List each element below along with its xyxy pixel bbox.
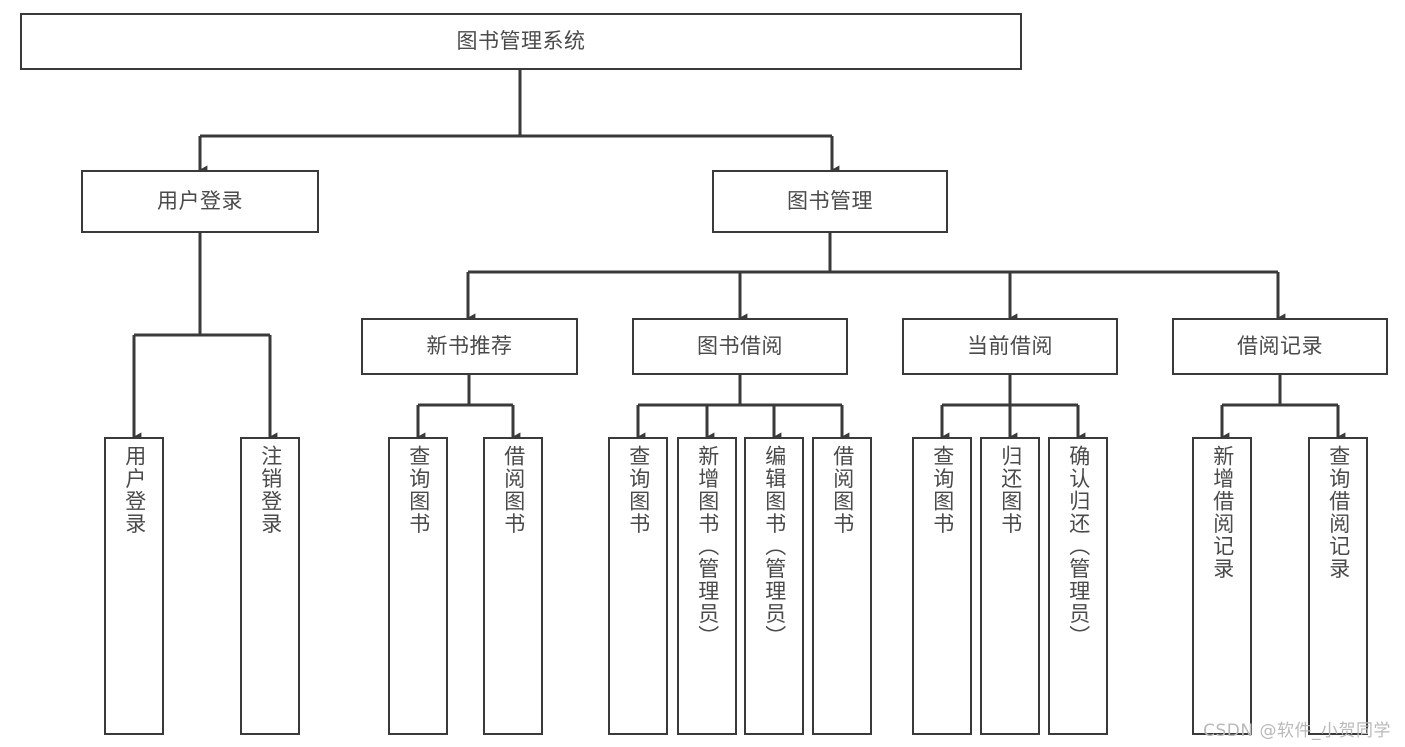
node-leaf-return-book-label: 归还图书 [998, 445, 1023, 535]
node-leaf-query-record-label: 查询借阅记录 [1326, 445, 1351, 580]
node-leaf-edit-book[interactable]: 编辑图书（管理员） [744, 437, 804, 735]
node-book-manage-label: 图书管理 [787, 189, 873, 214]
node-leaf-borrow-book-2[interactable]: 借阅图书 [812, 437, 872, 735]
node-user-login-label: 用户登录 [157, 189, 243, 214]
node-leaf-borrow-book-1[interactable]: 借阅图书 [483, 437, 543, 735]
node-leaf-return-book[interactable]: 归还图书 [980, 437, 1040, 735]
node-leaf-user-login[interactable]: 用户登录 [104, 437, 164, 735]
node-root[interactable]: 图书管理系统 [20, 13, 1022, 70]
node-leaf-query-record[interactable]: 查询借阅记录 [1308, 437, 1368, 735]
node-new-book-recommend[interactable]: 新书推荐 [361, 318, 578, 375]
node-leaf-add-record-label: 新增借阅记录 [1210, 445, 1235, 580]
node-leaf-logout-login-label: 注销登录 [258, 445, 283, 535]
node-book-manage[interactable]: 图书管理 [712, 170, 948, 233]
node-leaf-query-book-1[interactable]: 查询图书 [388, 437, 448, 735]
node-leaf-borrow-book-2-label: 借阅图书 [830, 445, 855, 535]
node-new-book-recommend-label: 新书推荐 [426, 334, 513, 359]
node-leaf-add-record[interactable]: 新增借阅记录 [1192, 437, 1252, 735]
node-leaf-query-book-3[interactable]: 查询图书 [912, 437, 972, 735]
node-leaf-borrow-book-1-label: 借阅图书 [501, 445, 526, 535]
node-leaf-confirm-return-label: 确认归还（管理员） [1066, 445, 1091, 648]
node-borrow-record[interactable]: 借阅记录 [1172, 318, 1388, 375]
node-user-login[interactable]: 用户登录 [81, 170, 319, 233]
node-leaf-add-book[interactable]: 新增图书（管理员） [677, 437, 737, 735]
node-leaf-confirm-return[interactable]: 确认归还（管理员） [1048, 437, 1108, 735]
node-borrow-record-label: 借阅记录 [1237, 334, 1323, 359]
node-leaf-edit-book-label: 编辑图书（管理员） [762, 445, 787, 648]
node-current-borrow[interactable]: 当前借阅 [902, 318, 1118, 375]
node-leaf-query-book-2[interactable]: 查询图书 [608, 437, 668, 735]
node-book-borrow-label: 图书借阅 [697, 334, 783, 359]
node-leaf-query-book-3-label: 查询图书 [930, 445, 955, 535]
node-current-borrow-label: 当前借阅 [967, 334, 1053, 359]
node-book-borrow[interactable]: 图书借阅 [632, 318, 848, 375]
watermark: CSDN @软件_小贺同学 [1203, 721, 1391, 741]
node-leaf-add-book-label: 新增图书（管理员） [695, 445, 720, 648]
node-leaf-query-book-2-label: 查询图书 [626, 445, 651, 535]
node-leaf-user-login-label: 用户登录 [122, 445, 147, 535]
node-root-label: 图书管理系统 [456, 29, 586, 54]
node-leaf-query-book-1-label: 查询图书 [406, 445, 431, 535]
node-leaf-logout-login[interactable]: 注销登录 [240, 437, 300, 735]
